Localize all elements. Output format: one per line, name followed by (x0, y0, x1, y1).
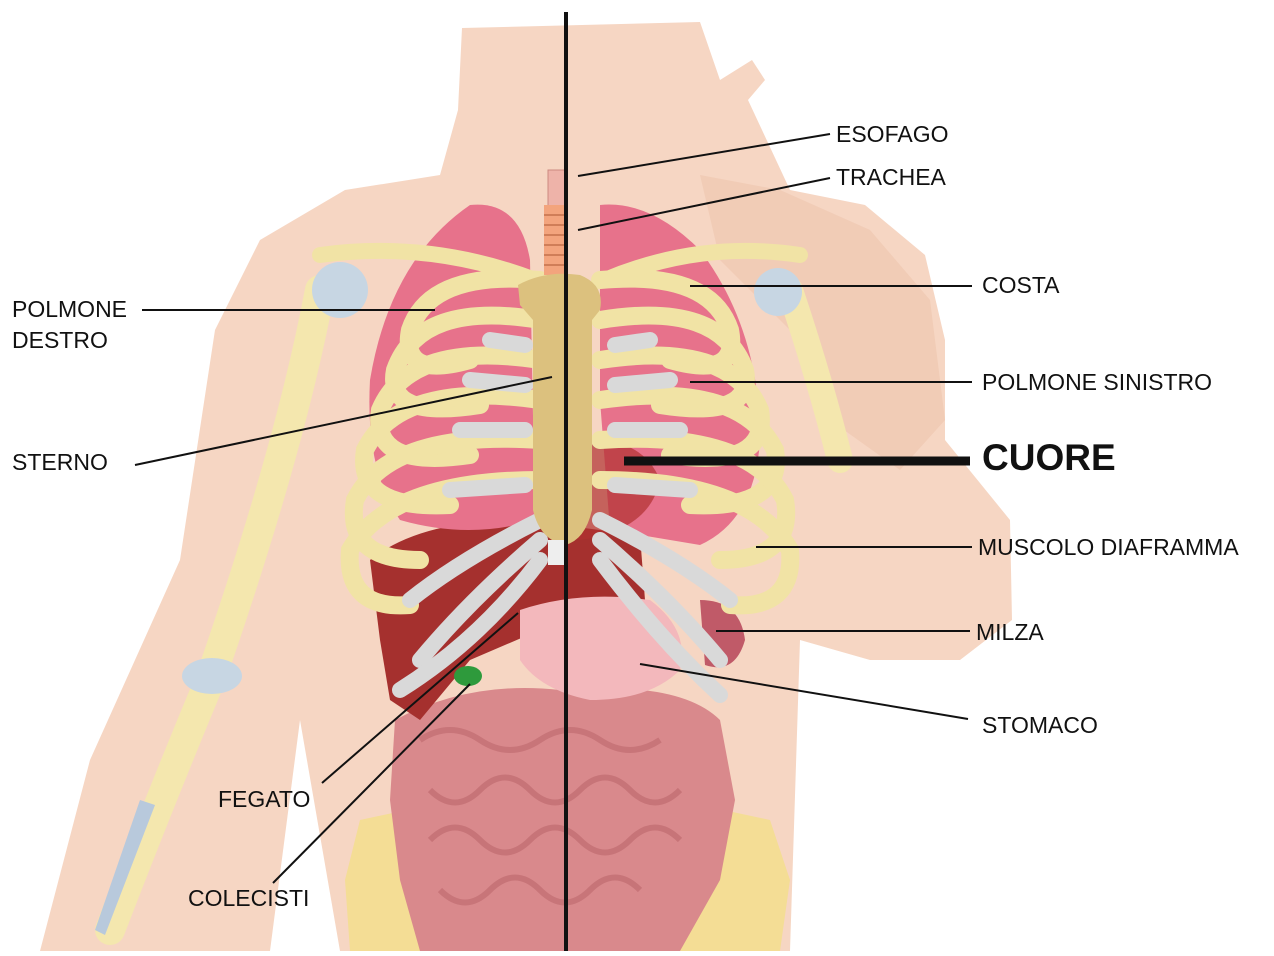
label-polmone-sinistro: POLMONE SINISTRO (982, 367, 1212, 398)
label-stomaco: STOMACO (982, 710, 1098, 741)
label-trachea: TRACHEA (836, 162, 946, 193)
gallbladder (454, 666, 482, 686)
label-colecisti: COLECISTI (188, 883, 309, 914)
label-costa: COSTA (982, 270, 1060, 301)
left-shoulder-joint (754, 268, 802, 316)
elbow-joint (182, 658, 242, 694)
label-cuore: CUORE (982, 438, 1116, 478)
intestines (390, 688, 735, 951)
label-fegato: FEGATO (218, 784, 310, 815)
label-muscolo-diaframma: MUSCOLO DIAFRAMMA (978, 532, 1239, 563)
xiphoid (548, 540, 564, 565)
label-sterno: STERNO (12, 447, 108, 478)
label-polmone-destro: POLMONE DESTRO (12, 294, 127, 356)
label-esofago: ESOFAGO (836, 119, 948, 150)
label-milza: MILZA (976, 617, 1044, 648)
